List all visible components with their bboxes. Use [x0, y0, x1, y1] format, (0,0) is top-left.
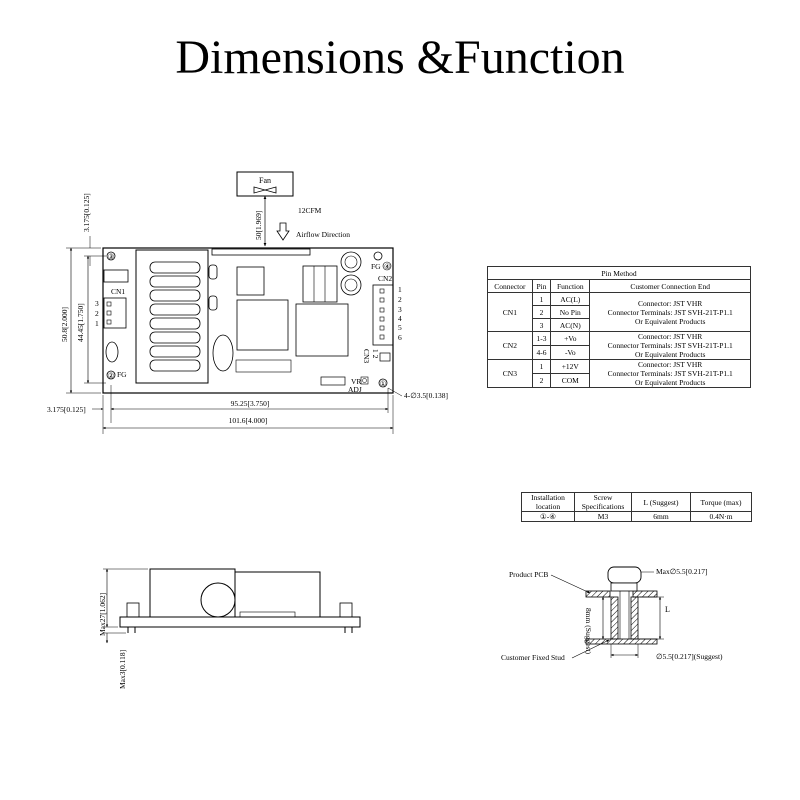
airflow-arrow-icon	[276, 222, 290, 241]
fan-group: Fan 50[1.969] 12CFM Airflow Direction	[236, 171, 350, 247]
dim-top-offset: 3.175[0.125]	[82, 193, 91, 232]
transformer	[236, 299, 289, 351]
cn2-connector	[372, 284, 394, 346]
col-connector: Connector	[487, 279, 533, 293]
svg-text:1: 1	[398, 285, 402, 294]
max-dia-label: Max∅5.5[0.217]	[656, 567, 708, 576]
mount-hole-1	[378, 378, 388, 388]
dim-height-inner: 44.45[1.750]	[76, 303, 85, 342]
dim-left-offset: 3.175[0.125]	[47, 405, 86, 414]
fan-label: Fan	[259, 176, 271, 185]
dim-height-outer: 50.8[2.000]	[60, 307, 69, 342]
screw-spec-table: Installation location Screw Specificatio…	[521, 492, 752, 522]
svg-text:①: ①	[380, 379, 387, 388]
svg-text:1 2: 1 2	[371, 349, 380, 359]
top-heatsink-bar	[211, 248, 311, 256]
side-max-height: Max27[1.062]	[98, 593, 107, 636]
svg-text:2: 2	[398, 295, 402, 304]
height-label: 8mm (Suggest)	[584, 608, 593, 655]
svg-text:6: 6	[398, 333, 402, 342]
suggest-dia-label: ∅5.5[0.217](Suggest)	[656, 652, 723, 661]
svg-text:1: 1	[95, 319, 99, 328]
dim-width-outer: 101.6[4.000]	[229, 416, 268, 425]
fan-distance-label: 50[1.969]	[254, 211, 263, 240]
capacitor-2	[340, 274, 362, 296]
adj-label: ADJ	[348, 385, 362, 394]
cn1-connector	[103, 297, 127, 329]
table-row: ①-④ M3 6mm 0.4N·m	[521, 511, 752, 522]
heatsink-block	[135, 249, 209, 384]
table-row: 2 COM	[488, 373, 751, 388]
product-pcb-label: Product PCB	[509, 570, 548, 579]
customer-stud-label: Customer Fixed Stud	[501, 653, 565, 662]
col-pin: Pin	[531, 279, 552, 293]
pin-method-table: Pin Method Connector Pin Function Custom…	[487, 266, 751, 388]
table-row: CN3 1 +12V Connector: JST VHR Connector …	[487, 359, 751, 388]
airflow-label: Airflow Direction	[296, 230, 350, 239]
mount-hole-2	[106, 370, 116, 380]
fan-flow-label: 12CFM	[298, 206, 322, 215]
vr-label: VR	[351, 377, 361, 386]
side-pcb	[119, 616, 361, 628]
side-view: Max27[1.062] Max3[0.118]	[98, 568, 361, 689]
fan-icon	[253, 186, 277, 194]
l-label: L	[665, 605, 670, 614]
svg-text:4: 4	[398, 314, 402, 323]
svg-text:5: 5	[398, 323, 402, 332]
cn2-label: CN2	[378, 274, 392, 283]
cn3-connector	[379, 352, 391, 362]
table-row: 2 No Pin	[488, 305, 751, 319]
mount-hole-3	[106, 251, 116, 261]
top-view: ③ ①	[47, 193, 448, 434]
svg-text:④: ④	[384, 262, 391, 271]
svg-text:3: 3	[398, 305, 402, 314]
svg-text:②: ②	[108, 371, 115, 380]
svg-text:③: ③	[108, 252, 115, 261]
table-row: CN1 1 AC(L) Connector: JST VHR Connector…	[487, 292, 751, 332]
side-transformer	[234, 571, 321, 618]
side-max-pin: Max3[0.118]	[118, 650, 127, 689]
fg-bottom-label: FG	[117, 370, 127, 379]
hole-note: 4-∅3.5[0.138]	[404, 391, 448, 400]
col-function: Function	[550, 279, 591, 293]
cn1-label: CN1	[111, 287, 125, 296]
mount-hole-4	[373, 251, 383, 261]
page-title: Dimensions &Function	[175, 31, 625, 84]
heatsink-fins	[149, 261, 201, 372]
svg-text:2: 2	[95, 309, 99, 318]
output-transformer	[295, 303, 349, 357]
side-capacitor	[200, 582, 236, 618]
fan-box	[236, 171, 294, 197]
svg-text:3: 3	[95, 299, 99, 308]
screw-head	[607, 566, 642, 584]
col-customer-end: Customer Connection End	[589, 279, 751, 293]
table-row: CN2 1-3 +Vo Connector: JST VHR Connector…	[487, 331, 751, 360]
cn3-label: CN3	[362, 349, 371, 363]
stud-detail: Product PCB Customer Fixed Stud Max∅5.5[…	[501, 566, 723, 662]
capacitor-1	[340, 251, 362, 273]
fg-top-label: FG	[371, 262, 381, 271]
pin-table-title: Pin Method	[487, 266, 751, 280]
dim-width-inner: 95.25[3.750]	[231, 399, 270, 408]
